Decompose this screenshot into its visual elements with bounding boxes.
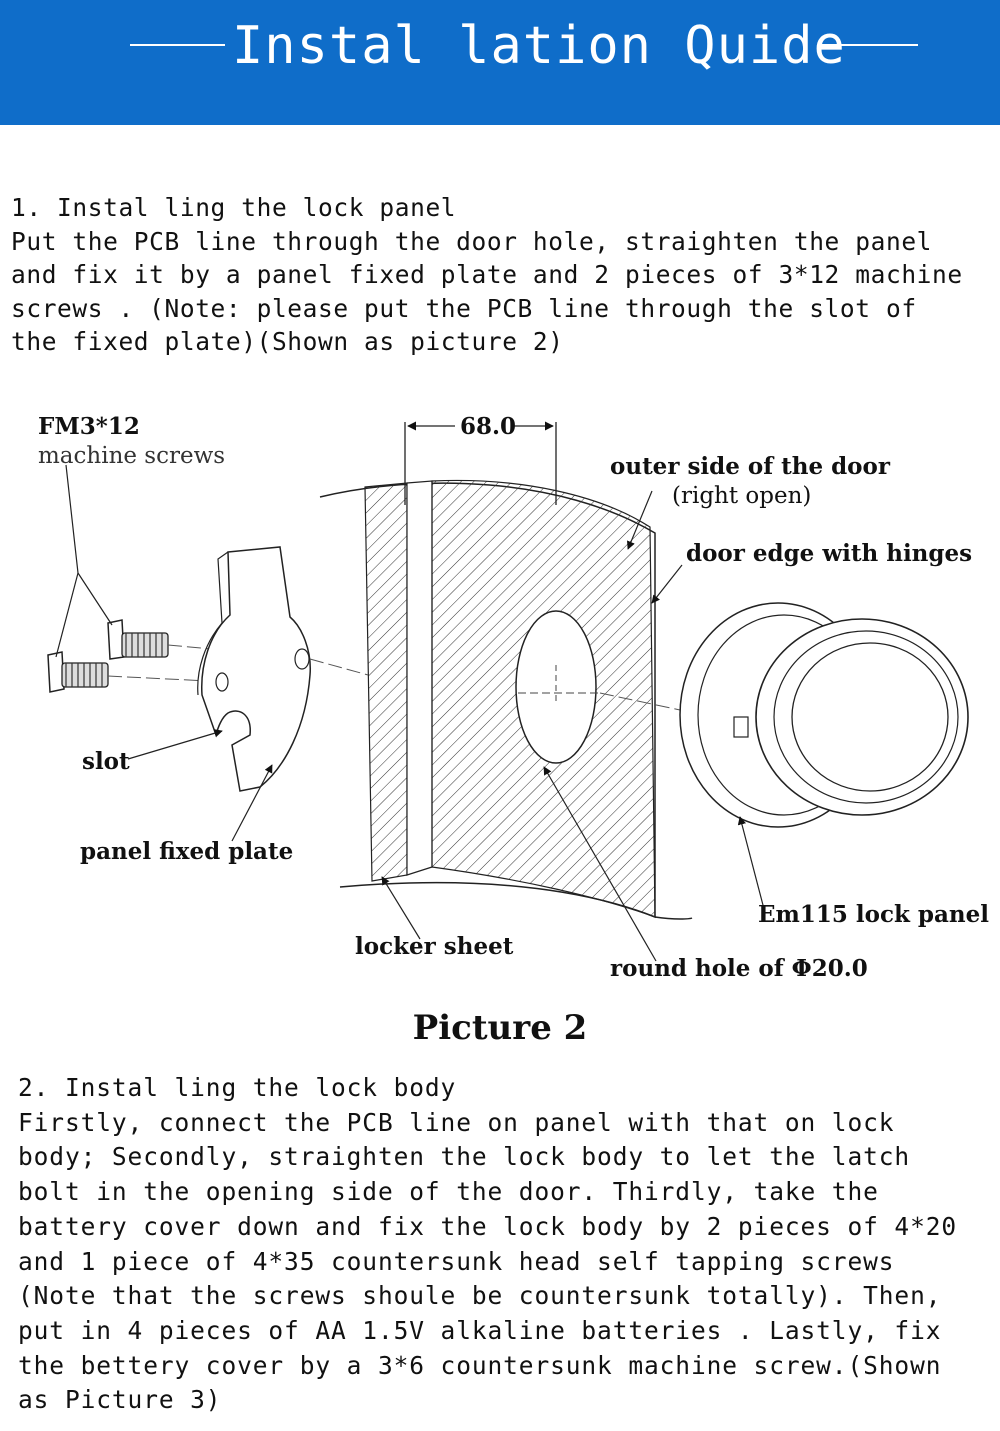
- label-locker-sheet: locker sheet: [355, 933, 514, 960]
- installation-figure: FM3*12 machine screws 68.0 outer side of…: [0, 395, 1000, 1005]
- section-2-heading: 2. Instal ling the lock body: [18, 1073, 457, 1102]
- section-1: 1. Instal ling the lock panel Put the PC…: [11, 191, 996, 359]
- label-screw-code: FM3*12: [38, 413, 140, 440]
- header-rule-left: [130, 44, 225, 46]
- page-title: Instal lation Quide: [232, 16, 846, 76]
- section-2-body: Firstly, connect the PCB line on panel w…: [18, 1107, 958, 1415]
- lock-panel-drawing: [679, 602, 969, 828]
- header-banner: Instal lation Quide: [0, 0, 1000, 125]
- section-1-body: Put the PCB line through the door hole, …: [11, 226, 963, 357]
- installation-drawing: [47, 421, 969, 962]
- label-screw-desc: machine screws: [38, 443, 226, 469]
- label-right-open: (right open): [672, 483, 812, 509]
- label-slot: slot: [82, 748, 130, 775]
- header-rule-right: [820, 44, 918, 46]
- leader-lines: [55, 464, 765, 962]
- label-round-hole: round hole of Φ20.0: [610, 955, 868, 982]
- label-outer-side: outer side of the door: [610, 453, 890, 480]
- section-2: 2. Instal ling the lock body Firstly, co…: [18, 1071, 988, 1418]
- label-panel-fixed-plate: panel fixed plate: [80, 838, 294, 865]
- panel-fixed-plate-drawing: [197, 546, 681, 792]
- figure-caption: Picture 2: [412, 1008, 588, 1048]
- label-lock-panel: Em115 lock panel: [758, 901, 989, 928]
- label-dimension: 68.0: [460, 413, 517, 440]
- section-1-heading: 1. Instal ling the lock panel: [11, 193, 457, 222]
- door-section-drawing: [319, 479, 693, 920]
- dimension-line: [404, 421, 557, 505]
- label-door-edge: door edge with hinges: [686, 540, 973, 567]
